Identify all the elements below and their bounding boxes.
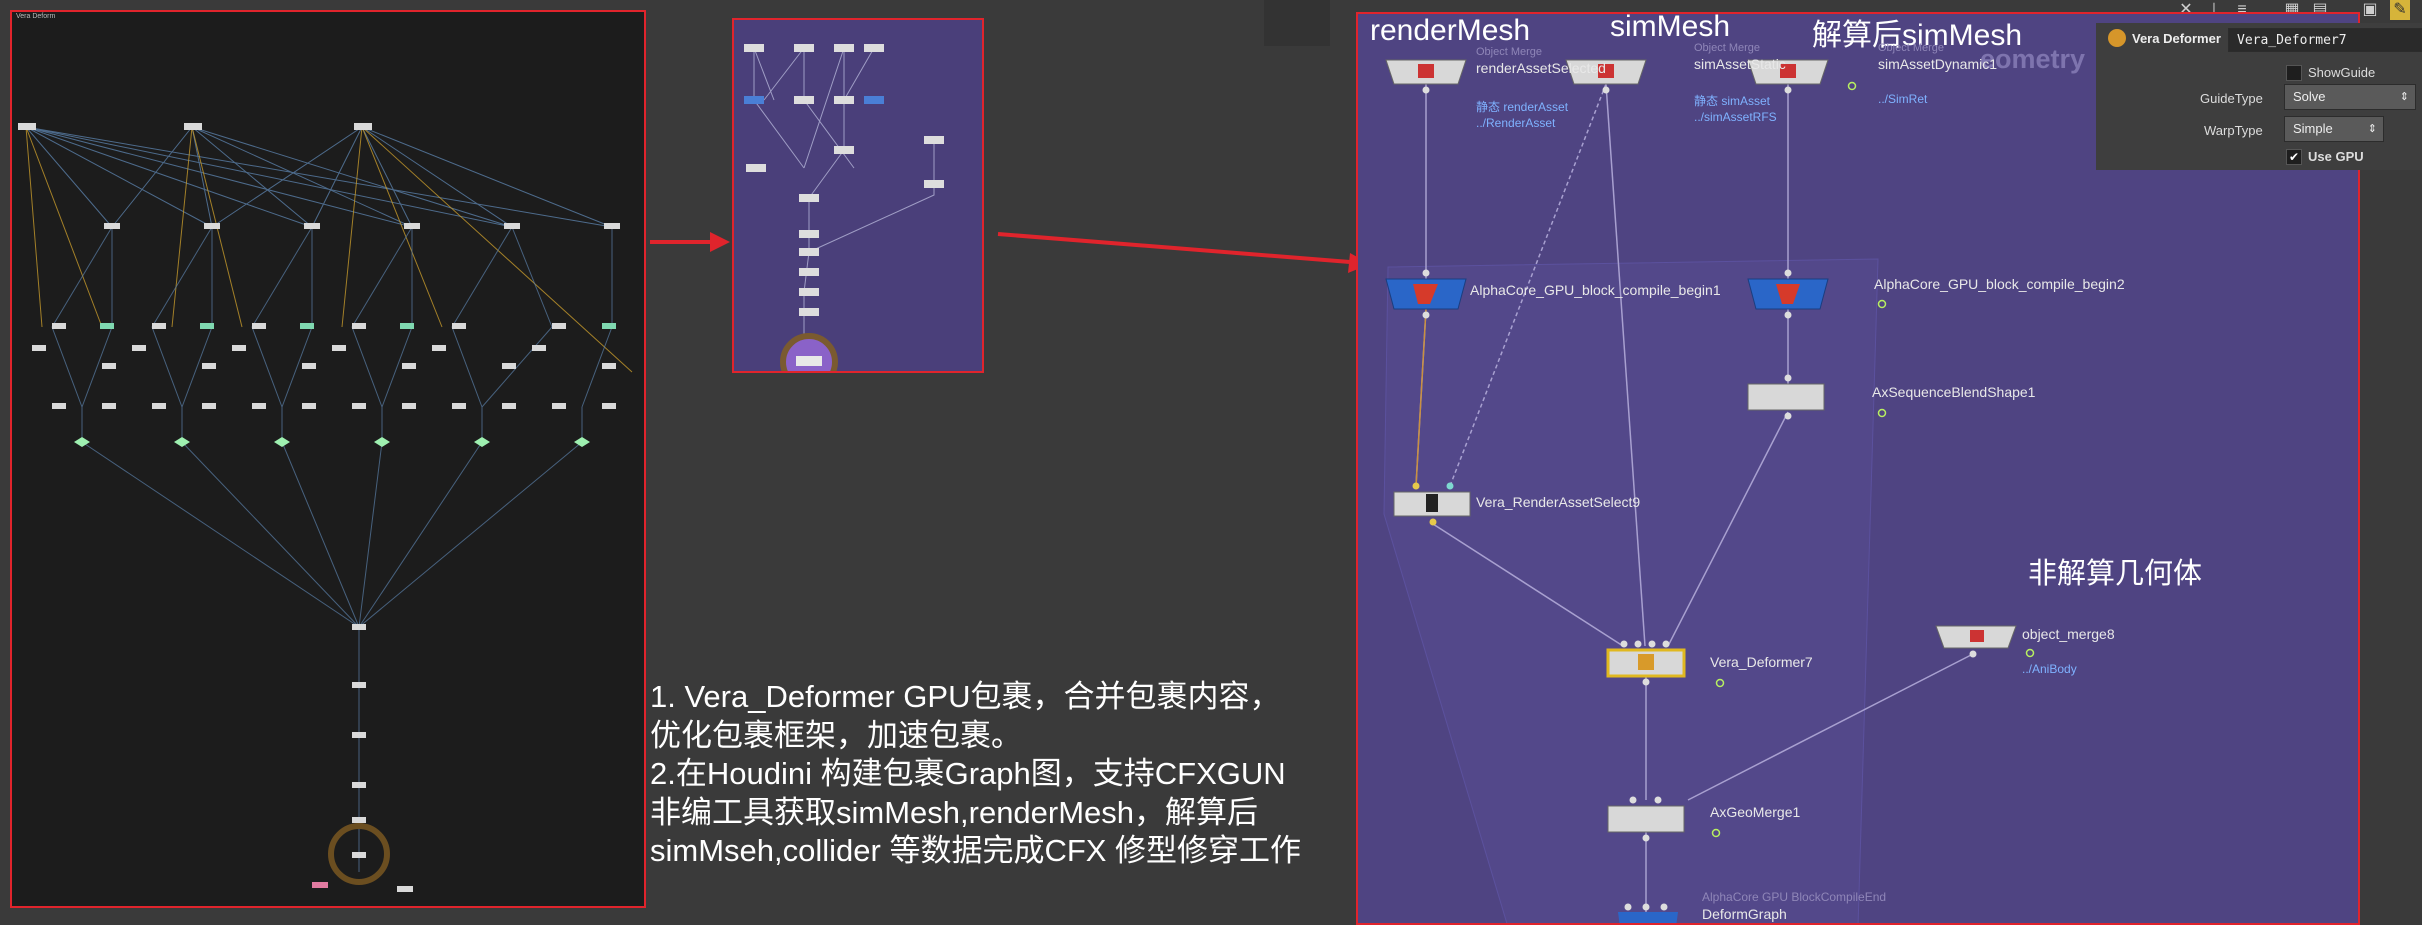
node-name-render-asset-select9[interactable]: Vera_RenderAssetSelect9 <box>1476 494 1641 510</box>
node-name-deform-graph[interactable]: DeformGraph <box>1702 906 1787 922</box>
parameter-panel: Vera Deformer Vera_Deformer7 ShowGuide G… <box>2096 23 2422 170</box>
node-name-block-begin2[interactable]: AlphaCore_GPU_block_compile_begin2 <box>1874 276 2125 292</box>
use-gpu-checkbox[interactable]: ✔ <box>2286 149 2302 165</box>
header-non-solve-geometry: 非解算几何体 <box>2028 558 2203 590</box>
node-type-label: Object Merge <box>1694 42 1761 54</box>
note-line-2: 优化包裹框架，加速包裹。 <box>650 717 1022 753</box>
note-line-4: 非编工具获取simMesh,renderMesh，解算后 <box>650 794 1259 830</box>
node-name-field[interactable]: Vera_Deformer7 <box>2228 28 2422 52</box>
node-name-render-asset-selected[interactable]: renderAssetSelected <box>1476 60 1606 76</box>
right-network-detail[interactable]: renderMesh simMesh 解算后simMesh 非解算几何体 eom… <box>1356 12 2360 925</box>
node-path-sim-asset-rfs: ../simAssetRFS <box>1694 110 1777 124</box>
note-icon[interactable]: ✎ <box>2390 0 2410 20</box>
node-type-label: Object Merge <box>1878 42 1945 54</box>
node-name-sim-asset-static[interactable]: simAssetStatic <box>1694 56 1786 72</box>
geometry-watermark: eometry <box>1980 44 2086 74</box>
node-type-label: Object Merge <box>1476 46 1543 58</box>
node-name-sequence-blend[interactable]: AxSequenceBlendShape1 <box>1872 384 2036 400</box>
warp-type-select[interactable]: Simple ⇕ <box>2284 116 2384 142</box>
show-guide-checkbox[interactable] <box>2286 65 2302 81</box>
node-name-ax-geo-merge1[interactable]: AxGeoMerge1 <box>1710 804 1801 820</box>
node-path-ani-body: ../AniBody <box>2022 662 2077 676</box>
node-path-render-asset: ../RenderAsset <box>1476 116 1556 130</box>
list-icon[interactable]: ≡ <box>2237 1 2247 18</box>
node-comment-static-render: 静态 renderAsset <box>1476 100 1569 114</box>
table-icon[interactable]: ▣ <box>2362 1 2378 18</box>
node-name-block-begin1[interactable]: AlphaCore_GPU_block_compile_begin1 <box>1470 282 1721 298</box>
header-sim-mesh: simMesh <box>1610 12 1731 43</box>
warp-type-value: Simple <box>2293 121 2333 136</box>
middle-network-graph <box>744 44 944 371</box>
render-asset-selected-node <box>1385 59 1467 85</box>
select-arrows-icon: ⇕ <box>2399 91 2409 103</box>
left-network-overview[interactable]: Vera Deform <box>10 10 646 908</box>
node-name-vera-deformer7[interactable]: Vera_Deformer7 <box>1710 654 1813 670</box>
guide-type-value: Solve <box>2293 89 2326 104</box>
show-guide-label: ShowGuide <box>2308 65 2376 80</box>
guide-type-label: GuideType <box>2200 91 2263 106</box>
note-line-1: 1. Vera_Deformer GPU包裹，合并包裹内容， <box>650 679 1281 714</box>
header-solved-sim-mesh: 解算后simMesh <box>1812 19 2023 52</box>
left-network-graph <box>18 123 633 892</box>
left-network-label: Vera Deform <box>16 13 56 20</box>
select-arrows-icon: ⇕ <box>2367 123 2377 135</box>
description-notes: 1. Vera_Deformer GPU包裹，合并包裹内容， 优化包裹框架，加速… <box>650 678 1350 871</box>
note-line-5: simMseh,collider 等数据完成CFX 修型修穿工作 <box>650 833 1302 868</box>
header-render-mesh: renderMesh <box>1370 14 1531 47</box>
guide-type-select[interactable]: Solve ⇕ <box>2284 84 2416 110</box>
node-comment-static-sim: 静态 simAsset <box>1694 94 1771 108</box>
node-type-title: Vera Deformer <box>2132 31 2221 46</box>
node-name-object-merge8[interactable]: object_merge8 <box>2022 626 2115 642</box>
node-type-label: AlphaCore GPU BlockCompileEnd <box>1702 890 1887 904</box>
warp-type-label: WarpType <box>2204 123 2263 138</box>
node-path-sim-ret: ../SimRet <box>1878 92 1928 106</box>
right-network-graph <box>1383 59 2035 923</box>
node-name-sim-asset-dynamic[interactable]: simAssetDynamic1 <box>1878 56 1998 72</box>
note-line-3: 2.在Houdini 构建包裹Graph图，支持CFXGUN <box>650 756 1286 791</box>
pane-top-strip <box>1264 0 1330 46</box>
middle-network-zoom[interactable] <box>732 18 984 373</box>
vera-deformer-icon <box>2108 29 2126 47</box>
use-gpu-label: Use GPU <box>2308 149 2364 164</box>
